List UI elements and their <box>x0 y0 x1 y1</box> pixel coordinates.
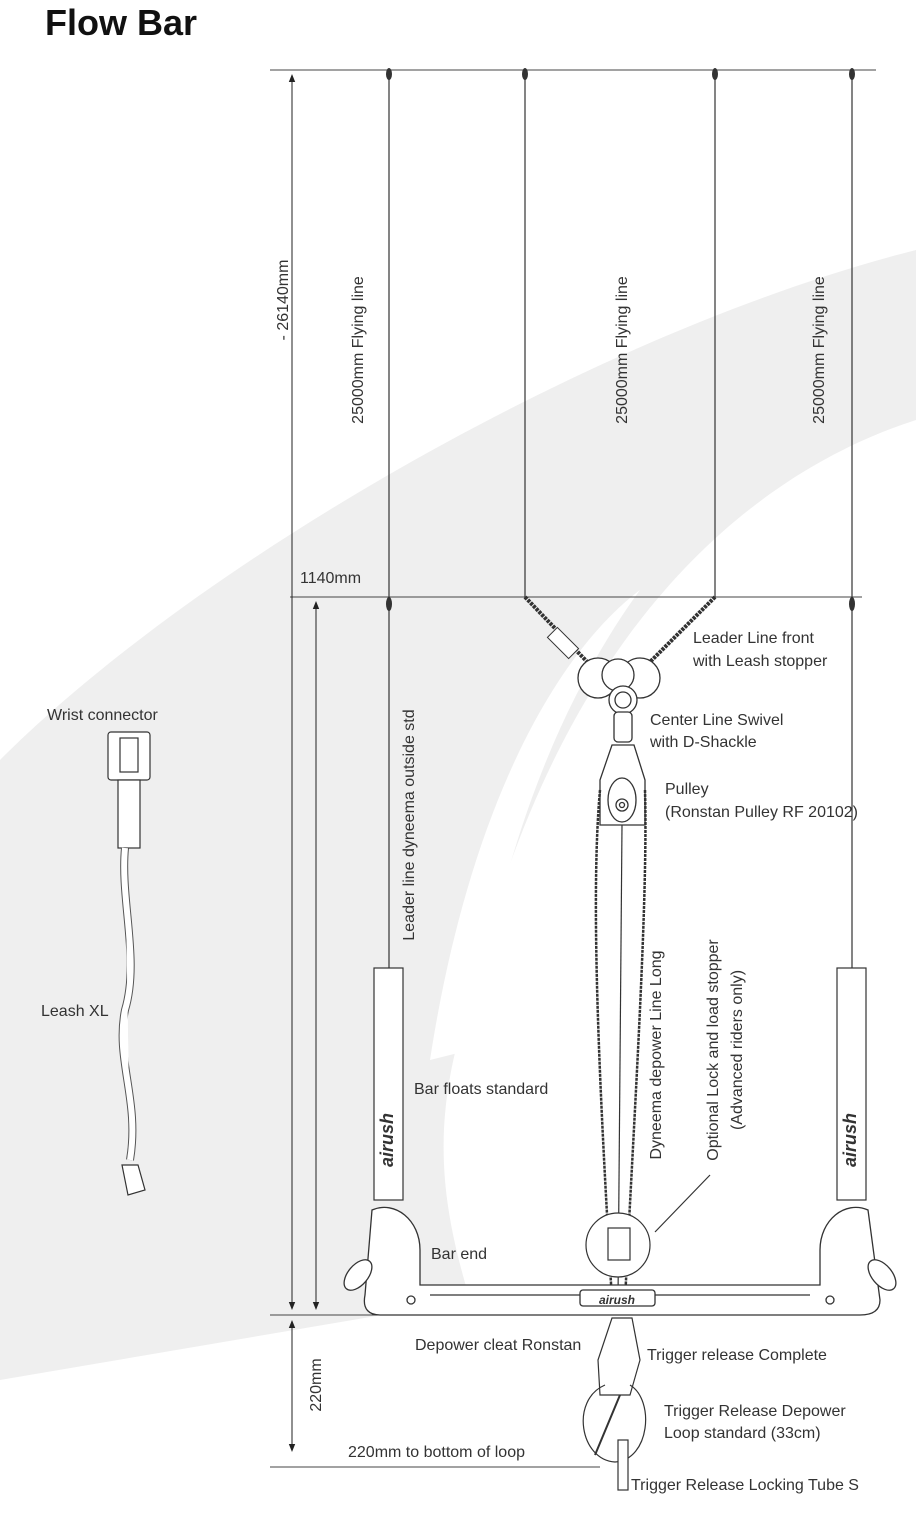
leash-label: Leash XL <box>41 1003 109 1020</box>
bar-end-label: Bar end <box>431 1246 487 1263</box>
flying-line-left-label: 25000mm Flying line <box>350 276 367 424</box>
float-left-logo: airush <box>377 1113 397 1167</box>
leader-front-label-1: Leader Line front <box>693 630 815 647</box>
flying-line-right-label: 25000mm Flying line <box>811 276 828 424</box>
loop-label-1: Trigger Release Depower <box>664 1403 846 1420</box>
trigger-label: Trigger release Complete <box>647 1347 827 1364</box>
swivel-label-2: with D-Shackle <box>649 734 757 751</box>
floats-label: Bar floats standard <box>414 1081 548 1098</box>
control-bar <box>343 1206 897 1316</box>
lock-stopper-label-2: (Advanced riders only) <box>729 970 746 1130</box>
float-right-logo: airush <box>840 1113 860 1167</box>
page-title: Flow Bar <box>45 2 198 43</box>
leader-lines-front <box>523 595 717 674</box>
cleat-label: Depower cleat Ronstan <box>415 1337 581 1354</box>
lock-stopper-icon <box>585 1174 711 1278</box>
bar-logo: airush <box>599 1293 635 1307</box>
loop-label-2: Loop standard (33cm) <box>664 1425 821 1442</box>
bottom-loop-note: 220mm to bottom of loop <box>348 1444 525 1461</box>
lock-stopper-label-1: Optional Lock and load stopper <box>705 939 722 1161</box>
background-swoosh <box>0 250 916 1380</box>
trigger-release-icon <box>582 1317 647 1491</box>
swivel-rings <box>577 657 661 743</box>
dimension-arrows <box>288 74 320 1452</box>
bottom-length-label: 220mm <box>308 1358 325 1411</box>
pulley-label-1: Pulley <box>665 781 709 798</box>
leader-length-label: 1140mm <box>300 570 361 587</box>
depower-line-label: Dyneema depower Line Long <box>648 950 665 1159</box>
pulley-label-2: (Ronstan Pulley RF 20102) <box>665 804 858 821</box>
pulley-icon <box>599 744 646 826</box>
leash-icon <box>107 731 151 1196</box>
background-swoosh-inner <box>430 590 640 1060</box>
total-length-label: - 26140mm <box>275 260 292 341</box>
callout-labels: Wrist connector Leash XL Leader Line fro… <box>41 630 859 1494</box>
leader-line-outside-label: Leader line dyneema outside std <box>401 709 418 940</box>
leader-front-label-2: with Leash stopper <box>692 653 828 670</box>
swivel-label-1: Center Line Swivel <box>650 712 783 729</box>
wrist-connector-label: Wrist connector <box>47 707 159 724</box>
tube-label: Trigger Release Locking Tube S <box>631 1477 859 1494</box>
flying-lines <box>388 70 853 968</box>
line-knots <box>386 68 855 611</box>
bar-floats <box>373 967 867 1201</box>
flying-line-center-label: 25000mm Flying line <box>614 276 631 424</box>
